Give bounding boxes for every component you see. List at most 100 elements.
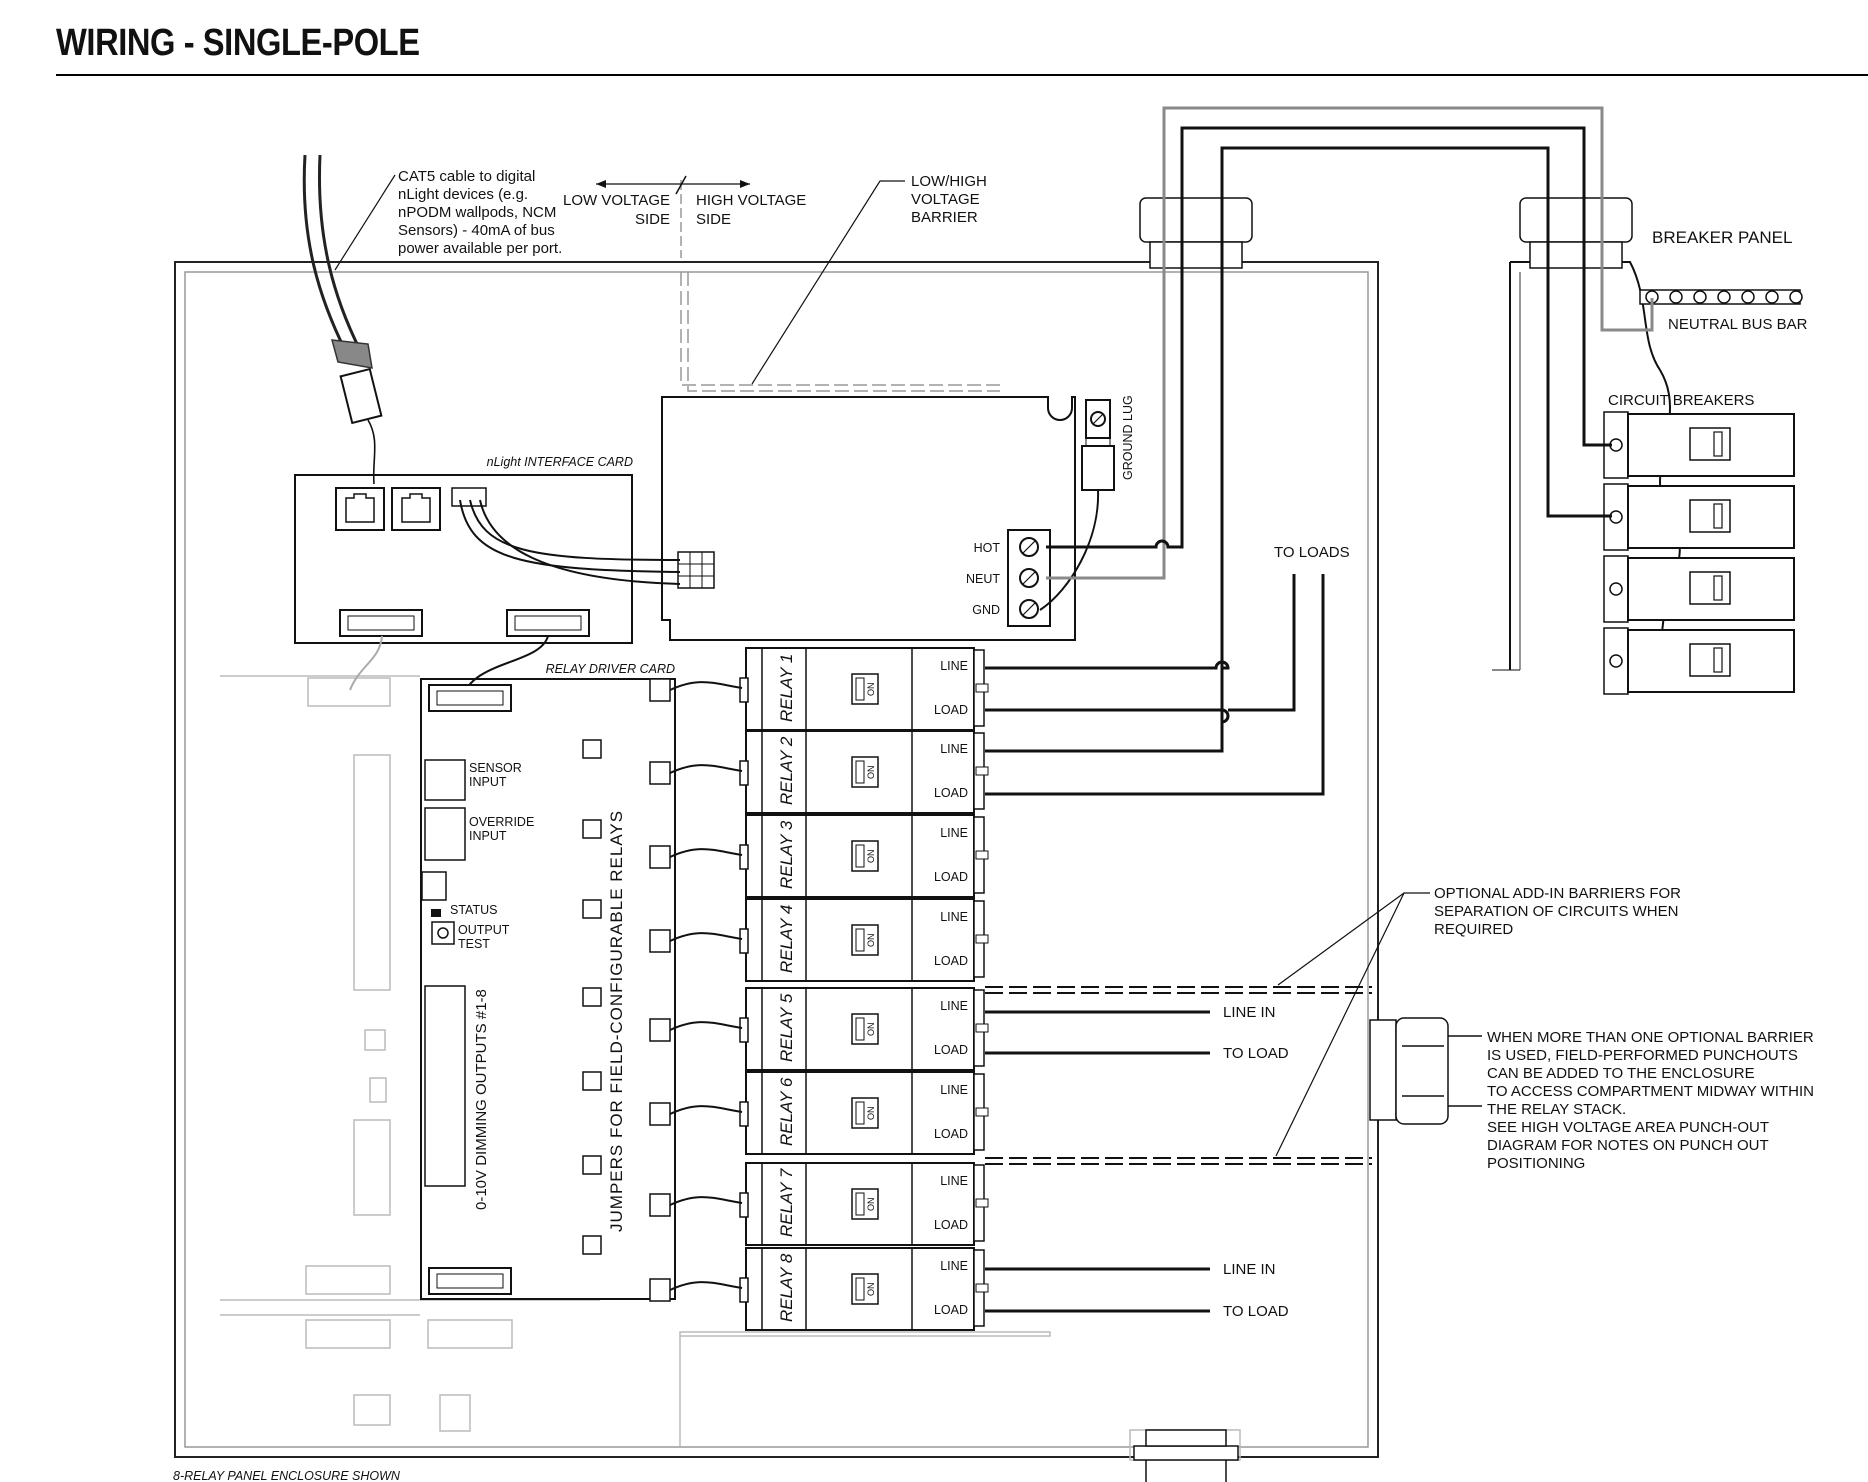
circuit-breakers bbox=[1603, 411, 1795, 695]
bus-bar-screw bbox=[1765, 290, 1779, 304]
relay8-to-load: TO LOAD bbox=[1223, 1303, 1289, 1320]
relay-name-label: RELAY 6 bbox=[777, 1077, 796, 1146]
punchouts-7: DIAGRAM FOR NOTES ON PUNCH OUT bbox=[1487, 1137, 1769, 1154]
output-test-2: TEST bbox=[458, 937, 490, 951]
bus-bar-screw bbox=[1789, 290, 1803, 304]
high-voltage-line2: SIDE bbox=[696, 211, 731, 228]
override-input-1: OVERRIDE bbox=[469, 815, 534, 829]
breaker-panel-label: BREAKER PANEL bbox=[1652, 228, 1792, 247]
relay-load-label: LOAD bbox=[934, 703, 968, 717]
circuit-breaker bbox=[1603, 627, 1795, 695]
interface-power-cable bbox=[459, 499, 681, 585]
ground-lug-label: GROUND LUG bbox=[1121, 395, 1135, 480]
punchouts-2: IS USED, FIELD-PERFORMED PUNCHOUTS bbox=[1487, 1047, 1798, 1064]
relay-name-label: RELAY 4 bbox=[777, 905, 796, 973]
jumper-block bbox=[582, 1155, 602, 1175]
side-punchout-connector bbox=[1369, 1017, 1482, 1125]
relay5-line-in: LINE IN bbox=[1223, 1004, 1276, 1021]
relay-load-label: LOAD bbox=[934, 954, 968, 968]
punchouts-5: THE RELAY STACK. bbox=[1487, 1101, 1626, 1118]
punchouts-note: WHEN MORE THAN ONE OPTIONAL BARRIER IS U… bbox=[1487, 1029, 1814, 1172]
field-wire-labels: LINE IN TO LOAD LINE IN TO LOAD bbox=[1223, 1004, 1289, 1320]
footer-note: 8-RELAY PANEL ENCLOSURE SHOWN bbox=[173, 1469, 401, 1482]
relay-switch-on-label: ON bbox=[866, 1283, 876, 1297]
jumper-block bbox=[582, 1235, 602, 1255]
punchouts-1: WHEN MORE THAN ONE OPTIONAL BARRIER bbox=[1487, 1029, 1814, 1046]
feed-wires bbox=[1046, 106, 1654, 668]
jumper-column bbox=[582, 739, 602, 1255]
punchouts-4: TO ACCESS COMPARTMENT MIDWAY WITHIN bbox=[1487, 1083, 1814, 1100]
voltage-barrier bbox=[680, 180, 1000, 392]
optional-barriers-callout: OPTIONAL ADD-IN BARRIERS FOR SEPARATION … bbox=[1434, 885, 1681, 938]
relay-line-label: LINE bbox=[940, 1174, 968, 1188]
sensor-input-2: INPUT bbox=[469, 775, 507, 789]
relay-switch-on-label: ON bbox=[866, 683, 876, 697]
cat5-text-4: Sensors) - 40mA of bus bbox=[398, 222, 555, 239]
sensor-input-1: SENSOR bbox=[469, 761, 522, 775]
terminal-hot: HOT bbox=[974, 541, 1001, 555]
cat5-callout: CAT5 cable to digital nLight devices (e.… bbox=[334, 168, 562, 271]
bottom-conduit bbox=[1133, 1429, 1239, 1482]
jumper-block bbox=[582, 1071, 602, 1091]
relay-driver-card bbox=[420, 678, 676, 1300]
relay-line-label: LINE bbox=[940, 910, 968, 924]
driver-input-labels: SENSOR INPUT OVERRIDE INPUT STATUS OUTPU… bbox=[450, 761, 534, 951]
interface-card-label: nLight INTERFACE CARD bbox=[487, 455, 633, 469]
relay-load-label: LOAD bbox=[934, 786, 968, 800]
relay-name-label: RELAY 5 bbox=[777, 993, 796, 1062]
bus-bar-screws bbox=[1645, 290, 1803, 304]
relay-line-label: LINE bbox=[940, 742, 968, 756]
to-loads-label: TO LOADS bbox=[1274, 544, 1350, 561]
relay-name-label: RELAY 7 bbox=[777, 1168, 796, 1237]
relay-load-label: LOAD bbox=[934, 1218, 968, 1232]
bus-bar-screw bbox=[1717, 290, 1731, 304]
relay-switch-on-label: ON bbox=[866, 1198, 876, 1212]
relay-name-label: RELAY 8 bbox=[777, 1253, 796, 1322]
field-wires bbox=[985, 1010, 1210, 1313]
neutral-bus-label: NEUTRAL BUS BAR bbox=[1668, 316, 1808, 333]
feed-conduits bbox=[1139, 197, 1633, 269]
cat5-text-5: power available per port. bbox=[398, 240, 562, 257]
title-rule bbox=[56, 74, 1868, 76]
low-voltage-line2: SIDE bbox=[635, 211, 670, 228]
bus-bar-screw bbox=[1669, 290, 1683, 304]
relay-line-label: LINE bbox=[940, 1259, 968, 1273]
relay-load-label: LOAD bbox=[934, 1043, 968, 1057]
load-wires bbox=[985, 574, 1325, 796]
jumper-block bbox=[582, 899, 602, 919]
cat5-text-3: nPODM wallpods, NCM bbox=[398, 204, 556, 221]
low-voltage-line1: LOW VOLTAGE bbox=[563, 192, 670, 209]
relay-name-label: RELAY 3 bbox=[777, 820, 796, 889]
relay-load-label: LOAD bbox=[934, 870, 968, 884]
relay-line-label: LINE bbox=[940, 659, 968, 673]
punchouts-3: CAN BE ADDED TO THE ENCLOSURE bbox=[1487, 1065, 1755, 1082]
power-board bbox=[661, 396, 1076, 641]
relay-switch-on-label: ON bbox=[866, 766, 876, 780]
relay-switch-on-label: ON bbox=[866, 1107, 876, 1121]
circuit-breaker bbox=[1603, 411, 1795, 479]
punchouts-6: SEE HIGH VOLTAGE AREA PUNCH-OUT bbox=[1487, 1119, 1769, 1136]
bus-bar-screw bbox=[1741, 290, 1755, 304]
ground-lug bbox=[1039, 399, 1115, 611]
jumper-block bbox=[582, 819, 602, 839]
voltage-side-labels: LOW VOLTAGE SIDE HIGH VOLTAGE SIDE bbox=[563, 175, 806, 228]
relay8-line-in: LINE IN bbox=[1223, 1261, 1276, 1278]
relay-driver-label: RELAY DRIVER CARD bbox=[546, 662, 675, 676]
relay-line-label: LINE bbox=[940, 999, 968, 1013]
relay-line-label: LINE bbox=[940, 1083, 968, 1097]
cat5-cable bbox=[302, 154, 383, 485]
optional-barriers-3: REQUIRED bbox=[1434, 921, 1513, 938]
barrier-line3: BARRIER bbox=[911, 209, 978, 226]
punchouts-8: POSITIONING bbox=[1487, 1155, 1585, 1172]
optional-barriers-1: OPTIONAL ADD-IN BARRIERS FOR bbox=[1434, 885, 1681, 902]
circuit-breakers-label: CIRCUIT BREAKERS bbox=[1608, 392, 1754, 409]
terminal-gnd: GND bbox=[972, 603, 1000, 617]
barrier-line2: VOLTAGE bbox=[911, 191, 980, 208]
relay-load-label: LOAD bbox=[934, 1303, 968, 1317]
